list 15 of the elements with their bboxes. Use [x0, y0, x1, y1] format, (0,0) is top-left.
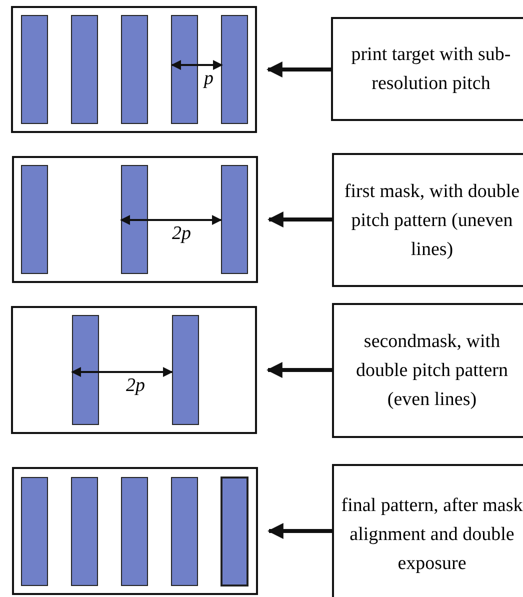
text-box: print target with sub-resolution pitch: [331, 17, 523, 121]
arrow: [267, 523, 332, 539]
dimension-label: p: [204, 68, 214, 90]
arrow: [266, 62, 331, 78]
text-box: final pattern, after mask alignment and double exposure: [332, 464, 523, 597]
line-pattern-panel: [11, 6, 257, 133]
text-box: first mask, with double pitch pattern (uneven lines): [332, 153, 523, 287]
line-pattern-panel: [12, 467, 258, 595]
line-pattern-panel: [12, 156, 258, 283]
line-pattern-panel: [11, 306, 257, 434]
text-box: secondmask, with double pitch pattern (even lines): [332, 303, 523, 438]
dimension-label: 2p: [126, 375, 145, 397]
dimension-label: 2p: [172, 223, 191, 245]
arrow: [267, 212, 332, 228]
arrow: [266, 362, 332, 378]
